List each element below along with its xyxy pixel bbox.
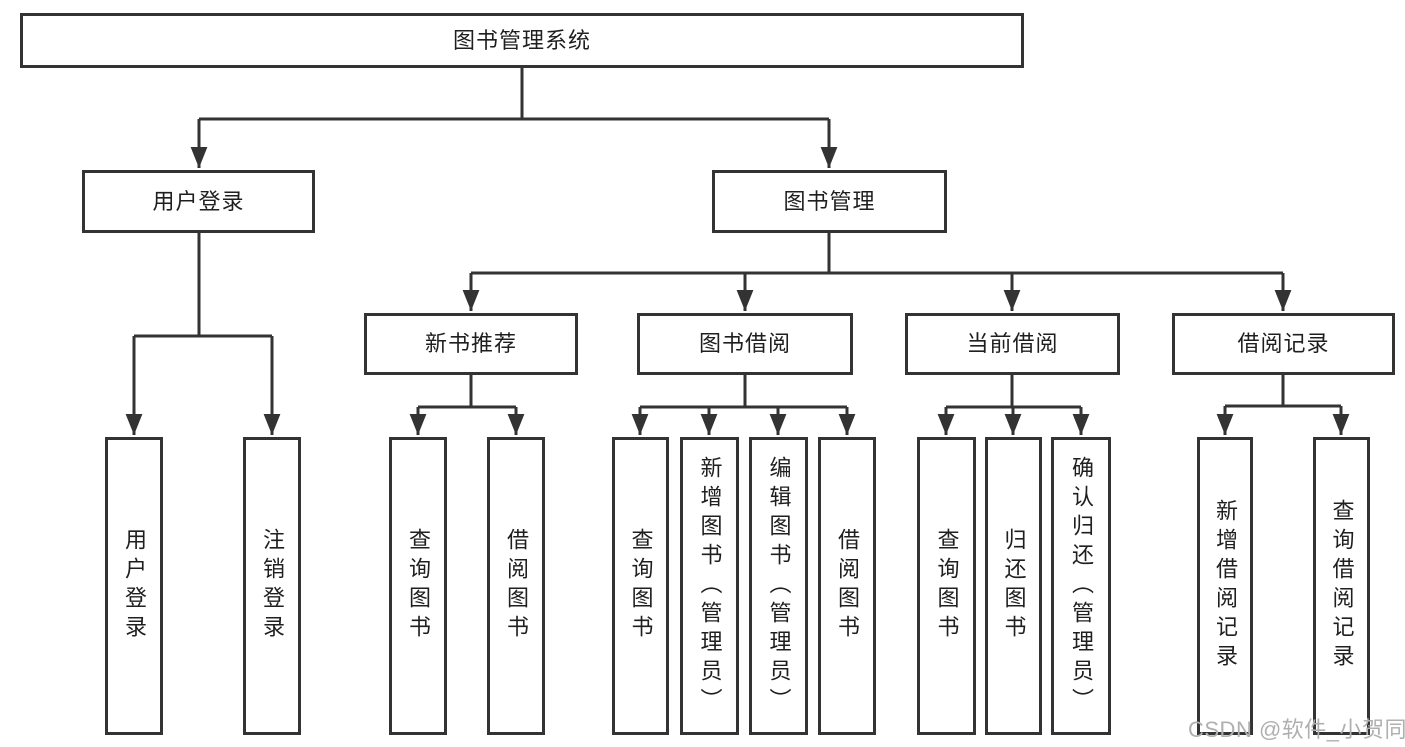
leaf-borrow-query: 查询图书 <box>612 437 669 735</box>
leaf-current-confirm-admin: 确认归还（管理员） <box>1051 437 1111 735</box>
watermark-text: CSDN @软件_小贺同学 <box>1188 717 1405 742</box>
leaf-borrow-borrow: 借阅图书 <box>818 437 876 735</box>
connector-book-management <box>462 233 1292 311</box>
node-borrow-records: 借阅记录 <box>1172 313 1395 375</box>
node-new-book-recommend: 新书推荐 <box>364 313 578 375</box>
leaf-records-add: 新增借阅记录 <box>1197 437 1253 735</box>
leaf-records-query: 查询借阅记录 <box>1313 437 1370 735</box>
leaf-user-login: 用户登录 <box>105 437 163 735</box>
leaf-current-query: 查询图书 <box>917 437 976 735</box>
connector-user-login <box>125 233 281 435</box>
leaf-current-return: 归还图书 <box>985 437 1042 735</box>
leaf-borrow-edit-admin: 编辑图书（管理员） <box>749 437 808 735</box>
connector-current-borrow <box>937 375 1090 435</box>
node-user-login: 用户登录 <box>82 170 315 233</box>
node-current-borrow: 当前借阅 <box>905 313 1120 375</box>
connector-book-borrow <box>631 375 856 435</box>
connector-root <box>190 68 838 168</box>
node-book-management: 图书管理 <box>712 170 947 233</box>
leaf-borrow-add-admin: 新增图书（管理员） <box>680 437 739 735</box>
leaf-newbook-borrow: 借阅图书 <box>487 437 545 735</box>
connector-new-book <box>409 375 525 435</box>
node-book-borrow: 图书借阅 <box>637 313 853 375</box>
leaf-newbook-query: 查询图书 <box>389 437 447 735</box>
connector-borrow-records <box>1216 375 1350 435</box>
node-root: 图书管理系统 <box>20 13 1024 68</box>
leaf-logout-login: 注销登录 <box>243 437 301 735</box>
